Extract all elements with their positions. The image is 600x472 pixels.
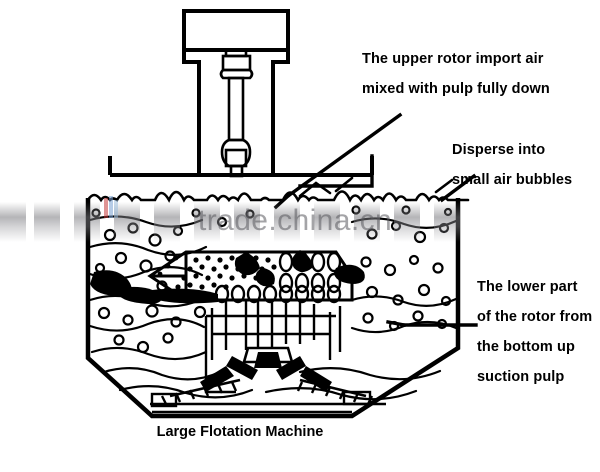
lower-rotor-assembly — [200, 352, 332, 392]
leader-lines — [273, 112, 478, 327]
annotation-lower-rotor-line-3: the bottom up — [477, 339, 575, 355]
drive-shaft — [219, 51, 254, 178]
motor-support-frame — [182, 50, 290, 175]
flotation-tank — [85, 198, 461, 419]
figure-caption: Large Flotation Machine — [156, 424, 324, 440]
annotation-lower-rotor-line-4: suction pulp — [477, 369, 565, 385]
annotation-lower-rotor-line-1: The lower part — [477, 279, 578, 295]
annotation-lower-rotor: The lower part of the rotor from the bot… — [477, 272, 592, 392]
annotation-upper-rotor-line-2: mixed with pulp fully down — [362, 81, 550, 97]
froth-layer — [86, 176, 470, 203]
annotation-disperse: Disperse into small air bubbles — [452, 135, 572, 195]
watermark-text: trade.china.cn — [198, 204, 393, 237]
watermark-logo-icon — [104, 196, 118, 218]
bottom-suction-hatching — [150, 381, 374, 408]
annotation-disperse-line-1: Disperse into — [452, 142, 546, 158]
motor-housing — [182, 9, 290, 52]
oval-bubbles — [214, 251, 342, 304]
annotation-lower-rotor-line-2: of the rotor from — [477, 309, 593, 325]
annotation-upper-rotor: The upper rotor import air mixed with pu… — [362, 44, 550, 104]
lower-rotor-outline — [150, 346, 386, 414]
turbulence-blobs — [90, 250, 365, 304]
annotation-upper-rotor-line-1: The upper rotor import air — [362, 51, 544, 67]
annotation-disperse-line-2: small air bubbles — [452, 172, 573, 188]
